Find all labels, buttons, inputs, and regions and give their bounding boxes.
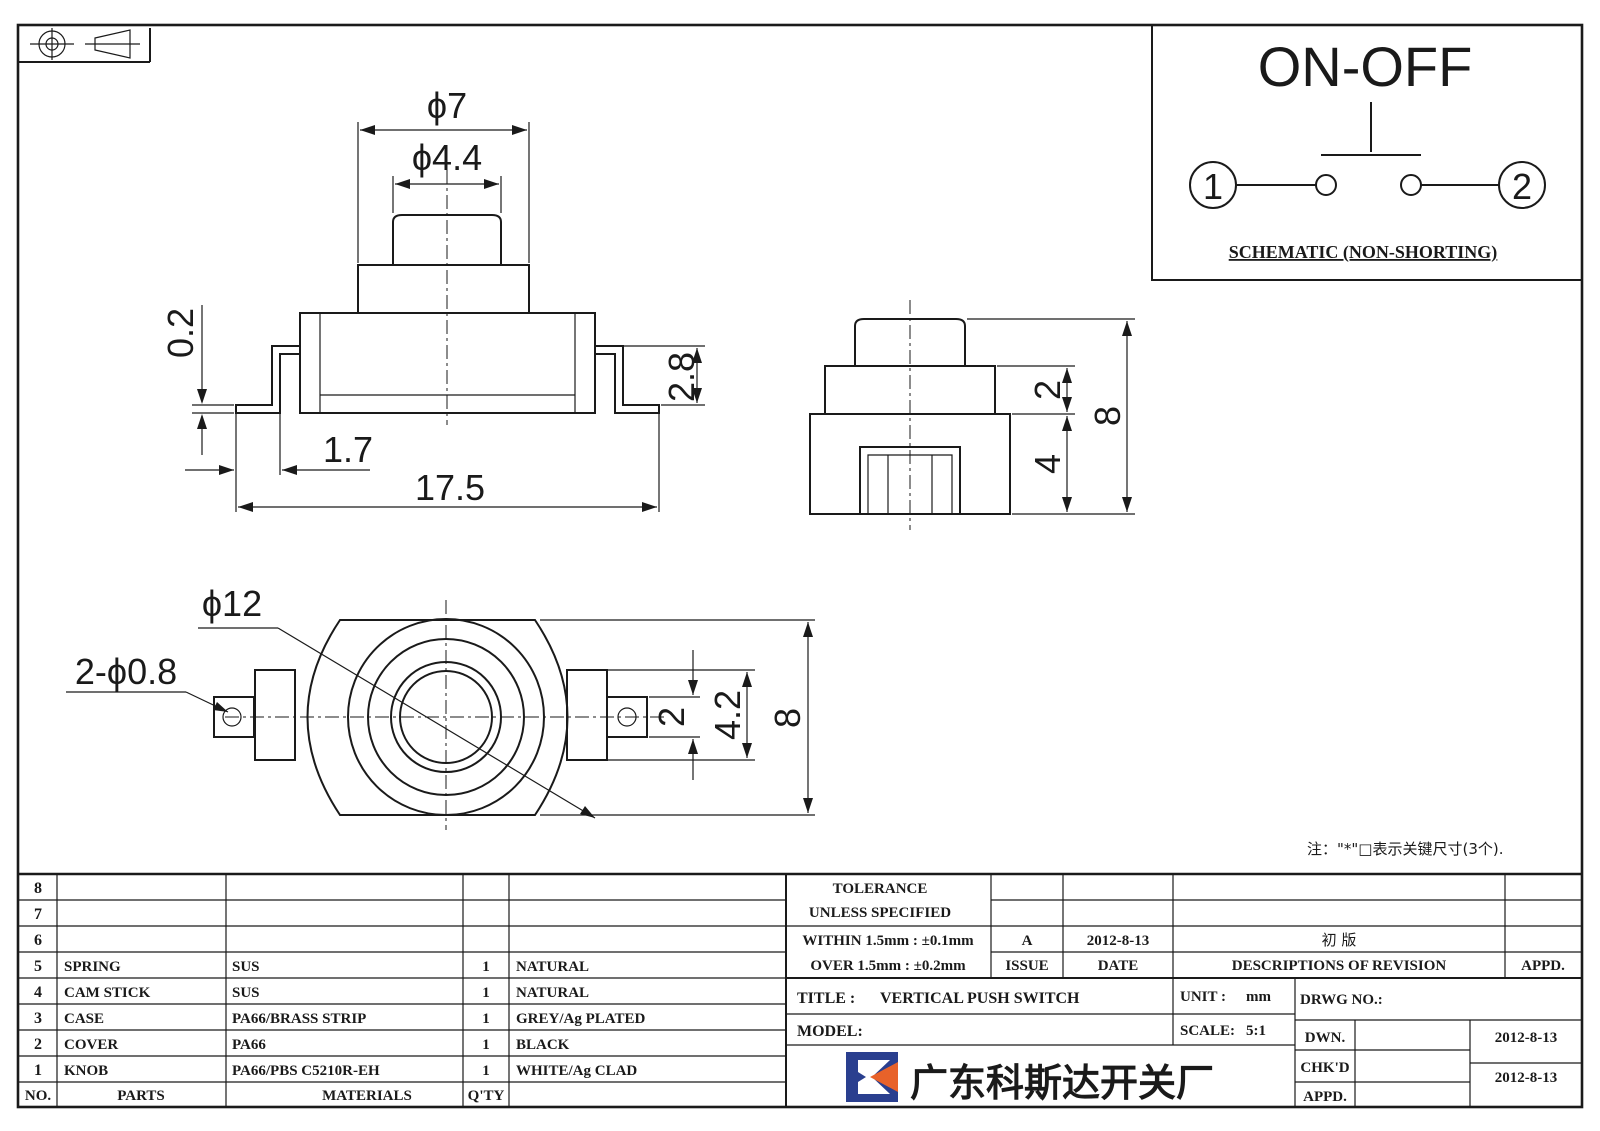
bom-row-no: 6 <box>34 932 42 949</box>
bom-qty: 1 <box>482 959 490 975</box>
schematic-terminal-2: 2 <box>1512 166 1532 207</box>
title-block: 8 7 6 5 SPRING SUS 1 NATURAL 4 CAM STICK… <box>18 872 1582 1107</box>
bom-finish: NATURAL <box>516 985 589 1001</box>
bom-qty: 1 <box>482 1063 490 1079</box>
bom-row-no: 5 <box>34 958 42 975</box>
chkd-label: CHK'D <box>1300 1060 1349 1076</box>
revision-issue: A <box>1022 933 1033 949</box>
bom-qty: 1 <box>482 985 490 1001</box>
dim-2-8: 2.8 <box>661 352 702 402</box>
unit-label: UNIT : <box>1180 989 1226 1005</box>
key-dimension-note: 注："*"□表示关键尺寸(3个). <box>1307 840 1504 858</box>
revision-table: TOLERANCE UNLESS SPECIFIED WITHIN 1.5mm … <box>786 874 1582 979</box>
dim-side-8: 8 <box>1087 406 1128 426</box>
revision-date-label: DATE <box>1098 958 1139 974</box>
dim-holes: 2-ϕ0.8 <box>75 651 177 692</box>
schematic-title: ON-OFF <box>1258 35 1473 98</box>
dwn-date: 2012-8-13 <box>1495 1030 1558 1046</box>
bom-row-no: 1 <box>34 1062 42 1079</box>
bom-row-no: 3 <box>34 1010 42 1027</box>
dim-side-4: 4 <box>1027 454 1068 474</box>
bom-row-no: 7 <box>34 906 42 923</box>
bom-part: CAM STICK <box>64 985 151 1001</box>
unit-value: mm <box>1246 989 1271 1005</box>
projection-symbol-icon <box>18 28 151 63</box>
bom-header-materials: MATERIALS <box>322 1088 412 1104</box>
bom-row-no: 8 <box>34 880 42 897</box>
bom-qty: 1 <box>482 1037 490 1053</box>
scale-value: 5:1 <box>1246 1023 1266 1039</box>
chkd-date: 2012-8-13 <box>1495 1070 1558 1086</box>
dim-bottom-8: 8 <box>767 708 808 728</box>
bom-qty: 1 <box>482 1011 490 1027</box>
bom-material: PA66/BRASS STRIP <box>232 1011 366 1027</box>
company-logo-icon <box>846 1052 898 1102</box>
schematic-terminal-1: 1 <box>1203 166 1223 207</box>
drawing-frame <box>16 23 1584 1109</box>
schematic-caption: SCHEMATIC (NON-SHORTING) <box>1229 242 1498 263</box>
title-label: TITLE : <box>797 990 855 1007</box>
revision-description: 初 版 <box>1322 931 1357 949</box>
revision-issue-label: ISSUE <box>1005 958 1048 974</box>
drawing-title: VERTICAL PUSH SWITCH <box>880 990 1080 1007</box>
bom-material: SUS <box>232 985 260 1001</box>
dim-phi7: ϕ7 <box>427 85 467 126</box>
bom-table: 8 7 6 5 SPRING SUS 1 NATURAL 4 CAM STICK… <box>18 874 787 1107</box>
bom-finish: BLACK <box>516 1037 570 1053</box>
bom-material: PA66/PBS C5210R-EH <box>232 1063 380 1079</box>
model-label: MODEL: <box>797 1023 863 1040</box>
bom-material: PA66 <box>232 1037 266 1053</box>
bom-part: KNOB <box>64 1063 108 1079</box>
drwg-no-label: DRWG NO.: <box>1300 992 1383 1008</box>
bom-finish: WHITE/Ag CLAD <box>516 1063 637 1079</box>
tolerance-line-1: TOLERANCE <box>833 881 928 897</box>
bom-header-parts: PARTS <box>117 1088 165 1104</box>
tolerance-line-3: WITHIN 1.5mm : ±0.1mm <box>802 933 974 949</box>
company-name: 广东科斯达开关厂 <box>910 1061 1214 1105</box>
dim-phi12: ϕ12 <box>202 583 262 624</box>
dwn-label: DWN. <box>1305 1030 1346 1046</box>
terminal-2-icon <box>1498 161 1546 209</box>
bom-part: SPRING <box>64 959 121 975</box>
dim-bottom-4-2: 4.2 <box>707 690 748 740</box>
bom-row-no: 4 <box>34 984 42 1001</box>
bom-material: SUS <box>232 959 260 975</box>
bom-part: COVER <box>64 1037 118 1053</box>
dim-17-5: 17.5 <box>415 467 485 508</box>
dim-0-2: 0.2 <box>160 308 201 358</box>
title-info: TITLE : VERTICAL PUSH SWITCH UNIT : mm D… <box>786 978 1582 1107</box>
bom-finish: NATURAL <box>516 959 589 975</box>
bom-part: CASE <box>64 1011 104 1027</box>
dim-bottom-2: 2 <box>651 707 692 727</box>
bom-header-no: NO. <box>25 1088 52 1104</box>
bom-finish: GREY/Ag PLATED <box>516 1011 645 1027</box>
scale-label: SCALE: <box>1180 1023 1235 1039</box>
dim-side-2: 2 <box>1027 380 1068 400</box>
bom-row-no: 2 <box>34 1036 42 1053</box>
revision-appd-label: APPD. <box>1521 958 1565 974</box>
side-view: 2 4 8 <box>809 300 1135 530</box>
front-view: ϕ7 ϕ4.4 0.2 2.8 1.7 <box>160 85 705 512</box>
tolerance-line-2: UNLESS SPECIFIED <box>809 905 951 921</box>
tolerance-line-4: OVER 1.5mm : ±0.2mm <box>810 958 966 974</box>
bom-header-qty: Q'TY <box>468 1088 505 1104</box>
bottom-view: ϕ12 2-ϕ0.8 2 4.2 8 <box>66 583 815 830</box>
schematic-box: ON-OFF 1 2 SCHEMATIC (NON-SHORTING) <box>1151 24 1583 281</box>
dim-phi4-4: ϕ4.4 <box>412 137 482 178</box>
revision-desc-label: DESCRIPTIONS OF REVISION <box>1232 958 1447 974</box>
revision-date: 2012-8-13 <box>1087 933 1150 949</box>
dim-1-7: 1.7 <box>323 429 373 470</box>
appd-label: APPD. <box>1303 1089 1347 1105</box>
